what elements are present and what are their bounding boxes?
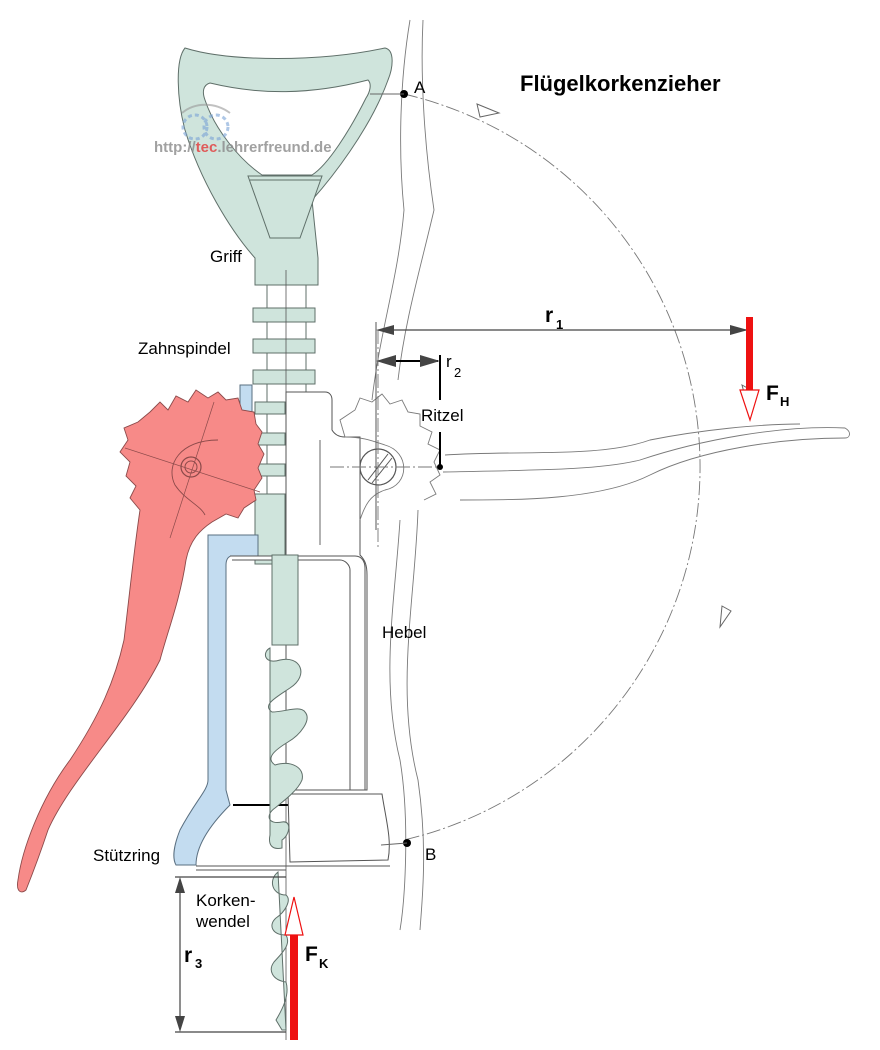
force-arrow-shaft: [746, 317, 753, 390]
pinion-ritzel: [330, 330, 441, 550]
arc-arrow-icon: [476, 103, 501, 118]
watermark: http://tec.lehrerfreund.de: [154, 103, 332, 156]
fh-symbol: F: [766, 382, 779, 405]
point-a-label: A: [414, 78, 426, 97]
dimension-r1: r 1: [375, 304, 748, 530]
label-korkenwendel-1: Korken-: [196, 891, 256, 910]
force-arrow-shaft: [290, 935, 298, 1040]
dimension-arrowhead-icon: [175, 877, 185, 893]
dimension-arrowhead-icon: [376, 355, 396, 367]
label-griff: Griff: [210, 247, 242, 266]
label-hebel: Hebel: [382, 623, 426, 642]
arrow-up-icon: [284, 896, 304, 936]
r1-symbol: r: [545, 304, 553, 327]
label-korkenwendel-2: wendel: [195, 912, 250, 931]
fh-index: H: [780, 394, 789, 409]
corkscrew-body: [196, 391, 390, 871]
r3-symbol: r: [184, 944, 192, 967]
arc-arrow-icon: [719, 605, 732, 629]
label-zahnspindel: Zahnspindel: [138, 339, 231, 358]
support-ring-stuetzring: [173, 534, 259, 866]
dimension-r2: r 2: [376, 352, 461, 470]
handle-griff: [177, 47, 393, 286]
r2-index: 2: [454, 365, 461, 380]
r2-symbol: r: [446, 352, 452, 371]
label-stuetzring: Stützring: [93, 846, 160, 865]
svg-text:http://tec.lehrerfreund.de: http://tec.lehrerfreund.de: [154, 139, 332, 156]
point-b-label: B: [425, 845, 436, 864]
watermark-prefix: http://: [154, 139, 196, 156]
cork-worm-korkenwendel: [264, 554, 308, 1031]
fk-index: K: [319, 956, 329, 971]
force-hand-fh: F H: [739, 317, 789, 422]
force-cork-fk: F K: [284, 896, 329, 1040]
dimension-arrowhead-icon: [730, 325, 748, 335]
arrow-down-icon: [739, 389, 760, 422]
r3-index: 3: [195, 956, 202, 971]
watermark-accent: tec: [196, 139, 218, 156]
red-lever-hebel: [17, 389, 265, 893]
dimension-r3: r 3: [175, 876, 286, 1033]
right-lever-outline: [371, 19, 850, 931]
label-ritzel: Ritzel: [421, 406, 464, 425]
gears-icon: [181, 103, 231, 141]
dimension-arrowhead-icon: [420, 355, 440, 367]
fk-symbol: F: [305, 943, 318, 966]
r1-index: 1: [556, 317, 563, 332]
diagram-title: Flügelkorkenzieher: [520, 71, 721, 96]
lever-path-arc: [403, 93, 701, 841]
dimension-arrowhead-icon: [175, 1016, 185, 1032]
watermark-suffix: .lehrerfreund.de: [217, 139, 331, 156]
dimension-arrowhead-icon: [376, 325, 394, 335]
